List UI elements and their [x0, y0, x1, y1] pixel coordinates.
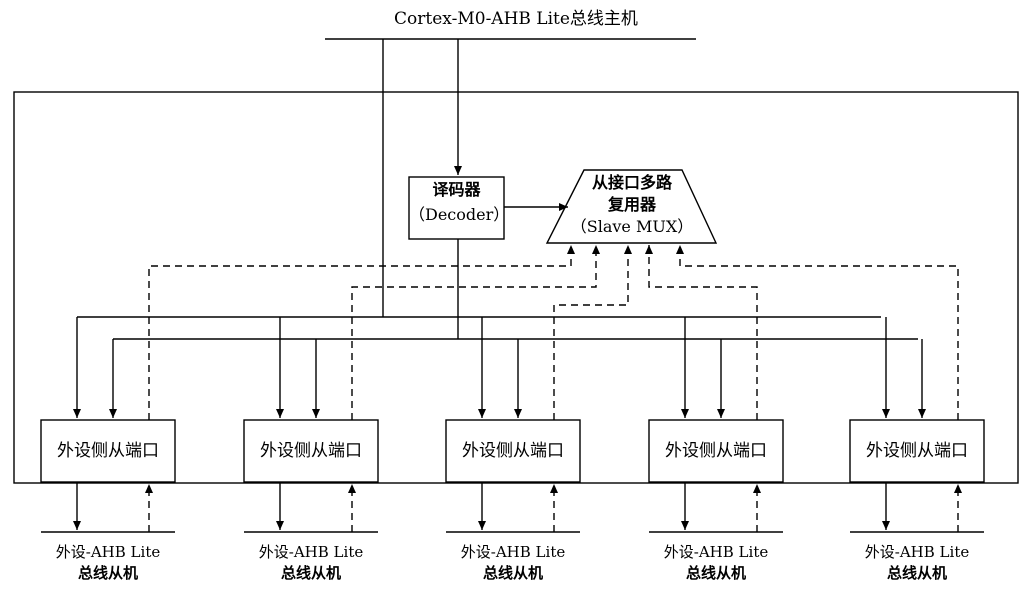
slave-label-line1: 外设-AHB Lite	[258, 543, 364, 561]
peripheral-slave-port: 外设侧从端口	[866, 441, 968, 461]
slave-label: 外设-AHB Lite 总线从机	[236, 542, 386, 584]
slave-label: 外设-AHB Lite 总线从机	[438, 542, 588, 584]
port-response-to-mux	[553, 245, 632, 420]
slave-mux-label: 从接口多路 复用器 （Slave MUX）	[548, 172, 716, 238]
port-response-to-mux	[148, 245, 575, 420]
decoder-subtitle: （Decoder）	[409, 205, 510, 224]
decoder-label: 译码器 （Decoder）	[409, 177, 510, 239]
slave-label-line2: 总线从机	[77, 564, 138, 582]
peripheral-slave-port: 外设侧从端口	[260, 441, 362, 461]
slave-mux-subtitle: （Slave MUX）	[570, 217, 694, 236]
slave-label: 外设-AHB Lite 总线从机	[33, 542, 183, 584]
slave-label-line1: 外设-AHB Lite	[460, 543, 566, 561]
decoder-box	[408, 176, 505, 240]
interconnect-frame	[13, 91, 1019, 484]
port-response-to-mux	[351, 245, 600, 420]
port-response-to-mux	[645, 245, 758, 420]
master-bus-label: Cortex-M0-AHB Lite总线主机	[394, 9, 638, 29]
port-box	[849, 419, 985, 483]
peripheral-slave-port: 外设侧从端口	[665, 441, 767, 461]
slave-mux-shape	[545, 169, 718, 244]
slave-label: 外设-AHB Lite 总线从机	[842, 542, 992, 584]
peripheral-slave-port: 外设侧从端口	[57, 441, 159, 461]
peripheral-slave-port: 外设侧从端口	[462, 441, 564, 461]
slave-mux-title-1: 从接口多路	[591, 173, 672, 192]
slave-label-line2: 总线从机	[482, 564, 543, 582]
port-box	[40, 419, 176, 483]
slave-label: 外设-AHB Lite 总线从机	[641, 542, 791, 584]
decoder-title: 译码器	[432, 180, 481, 199]
port-response-to-mux	[676, 245, 959, 420]
slave-label-line2: 总线从机	[280, 564, 341, 582]
port-box	[445, 419, 581, 483]
port-box	[648, 419, 784, 483]
slave-label-line2: 总线从机	[886, 564, 947, 582]
slave-label-line1: 外设-AHB Lite	[55, 543, 161, 561]
slave-label-line1: 外设-AHB Lite	[663, 543, 769, 561]
slave-label-line2: 总线从机	[685, 564, 746, 582]
slave-mux-title-2: 复用器	[607, 195, 656, 214]
port-box	[243, 419, 379, 483]
slave-label-line1: 外设-AHB Lite	[864, 543, 970, 561]
